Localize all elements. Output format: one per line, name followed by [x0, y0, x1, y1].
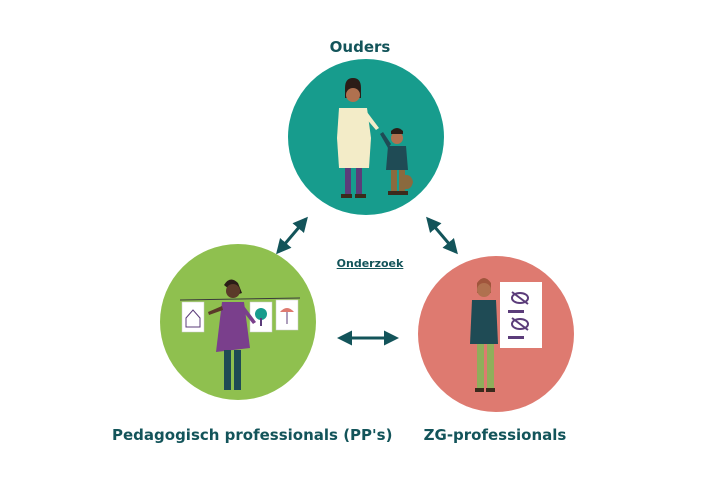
drawing-tree-icon [249, 301, 273, 333]
arrow-top-right [426, 216, 458, 255]
eye-chart-board-icon [500, 282, 542, 348]
ouders-node [288, 59, 444, 215]
drawing-flower-icon [275, 299, 299, 331]
zg-professionals-label: ZG-professionals [423, 426, 567, 444]
ouders-label: Ouders [329, 38, 391, 56]
arrow-top-left [276, 216, 308, 255]
drawing-house-icon [181, 301, 205, 333]
zg-node [418, 256, 574, 412]
onderzoek-link[interactable]: Onderzoek [336, 257, 404, 270]
zg-professional-figure-icon [470, 278, 498, 392]
pedagogisch-node [160, 244, 316, 400]
pedagogisch-label: Pedagogisch professionals (PP's) [112, 426, 393, 444]
mother-figure-icon [337, 78, 379, 198]
teacher-figure-icon [208, 279, 256, 390]
child-figure-icon [380, 128, 413, 195]
